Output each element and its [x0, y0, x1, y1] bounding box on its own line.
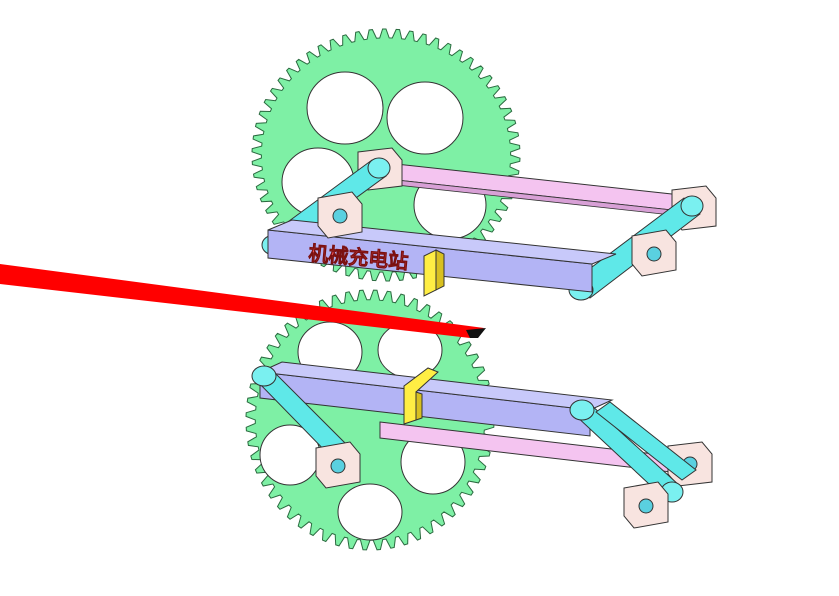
gear-hole	[337, 483, 403, 541]
gear-hole	[386, 81, 464, 155]
crank-link-lower-right-back	[595, 401, 697, 481]
feed-pawl-icon	[423, 249, 445, 297]
bearing-block-lower-front-left	[315, 441, 361, 489]
crank-link-lower-right	[569, 399, 684, 503]
bearing-block-upper-front-left	[317, 191, 363, 239]
gear-hole	[306, 71, 384, 145]
feed-pawl-icon	[403, 367, 439, 425]
lower-feed-rail	[258, 361, 614, 437]
bearing-block-lower-front-right	[623, 481, 669, 529]
bearing-block-upper-front-right	[631, 229, 677, 277]
red-strip	[0, 264, 486, 338]
